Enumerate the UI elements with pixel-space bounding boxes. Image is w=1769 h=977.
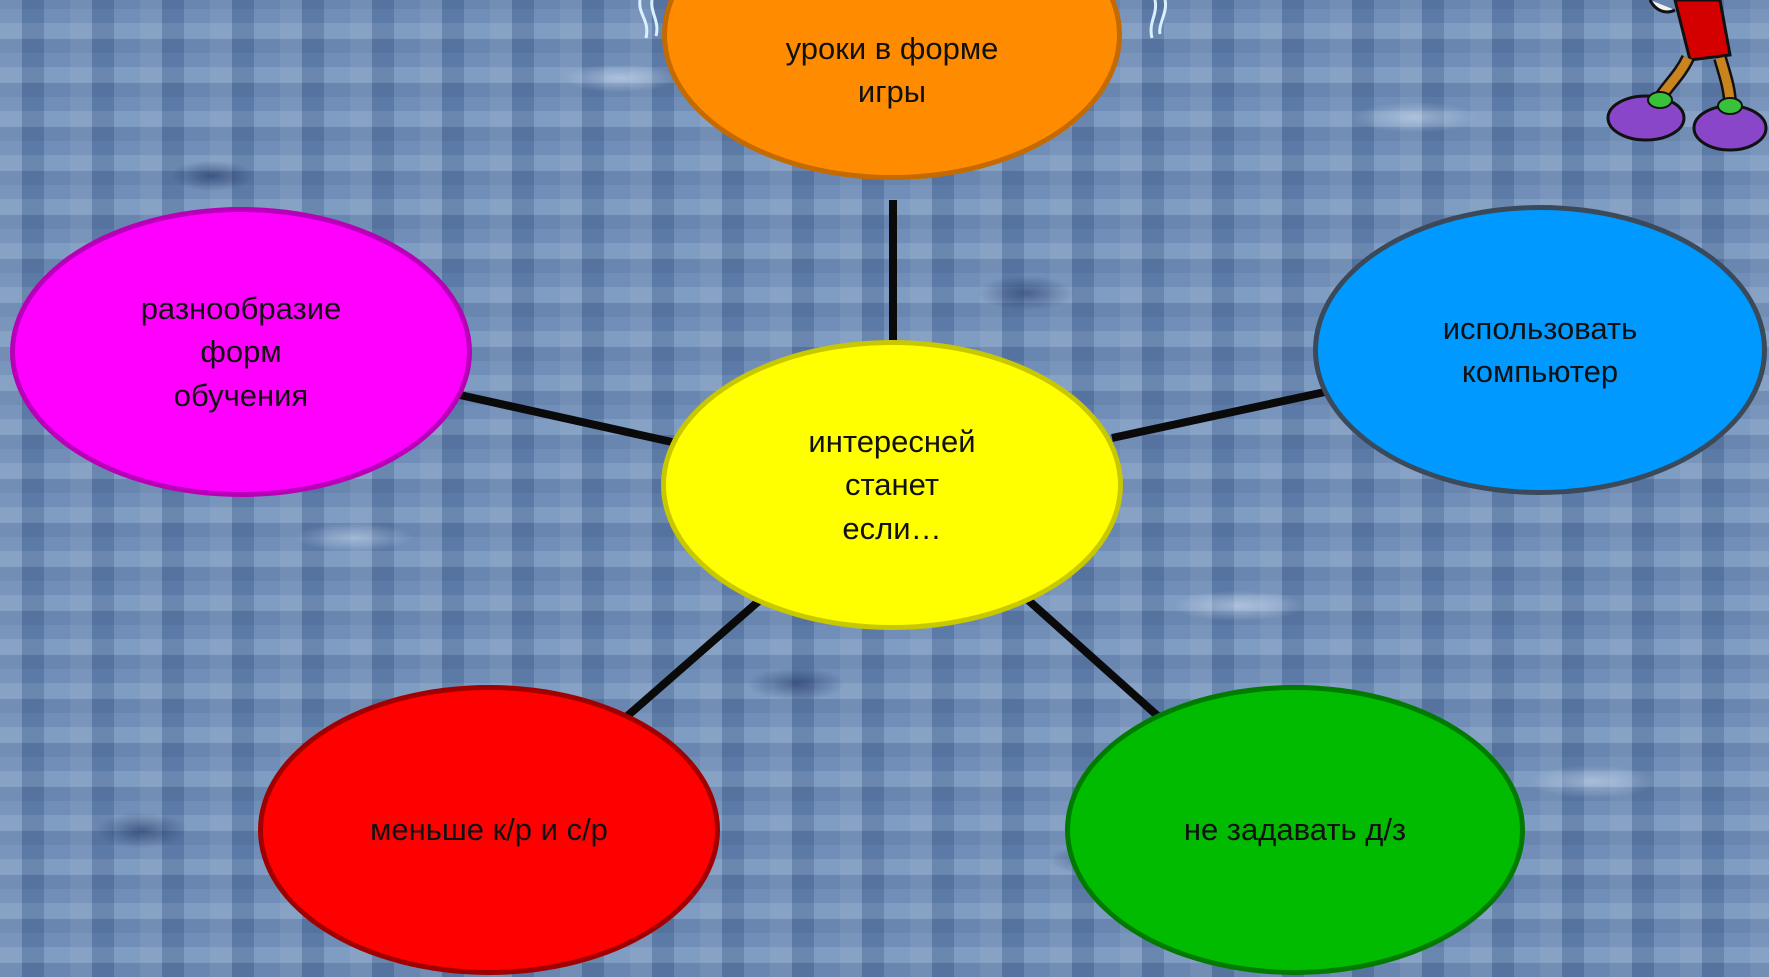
hanging-strings-decoration xyxy=(638,0,1168,39)
node-bottom-left-label: меньше к/р и с/р xyxy=(370,812,608,848)
node-right-label: использовать компьютер xyxy=(1442,310,1638,389)
node-bottom-left: меньше к/р и с/р xyxy=(258,685,720,975)
connector-left xyxy=(459,391,673,446)
node-top-label: уроки в форме игры xyxy=(785,30,999,109)
node-bottom-right: не задавать д/з xyxy=(1065,685,1525,975)
center-node-label: интересней станет если… xyxy=(808,423,976,546)
cartoon-character-icon xyxy=(1606,0,1768,152)
node-right: использовать компьютер xyxy=(1313,205,1767,495)
connector-bottom-right xyxy=(1025,597,1163,721)
center-node: интересней станет если… xyxy=(661,340,1123,630)
node-left-label: разнообразие форм обучения xyxy=(140,290,342,413)
node-left: разнообразие форм обучения xyxy=(10,207,472,497)
node-bottom-right-label: не задавать д/з xyxy=(1183,812,1407,848)
connector-bottom-left xyxy=(622,596,763,722)
connector-right xyxy=(1111,388,1326,442)
